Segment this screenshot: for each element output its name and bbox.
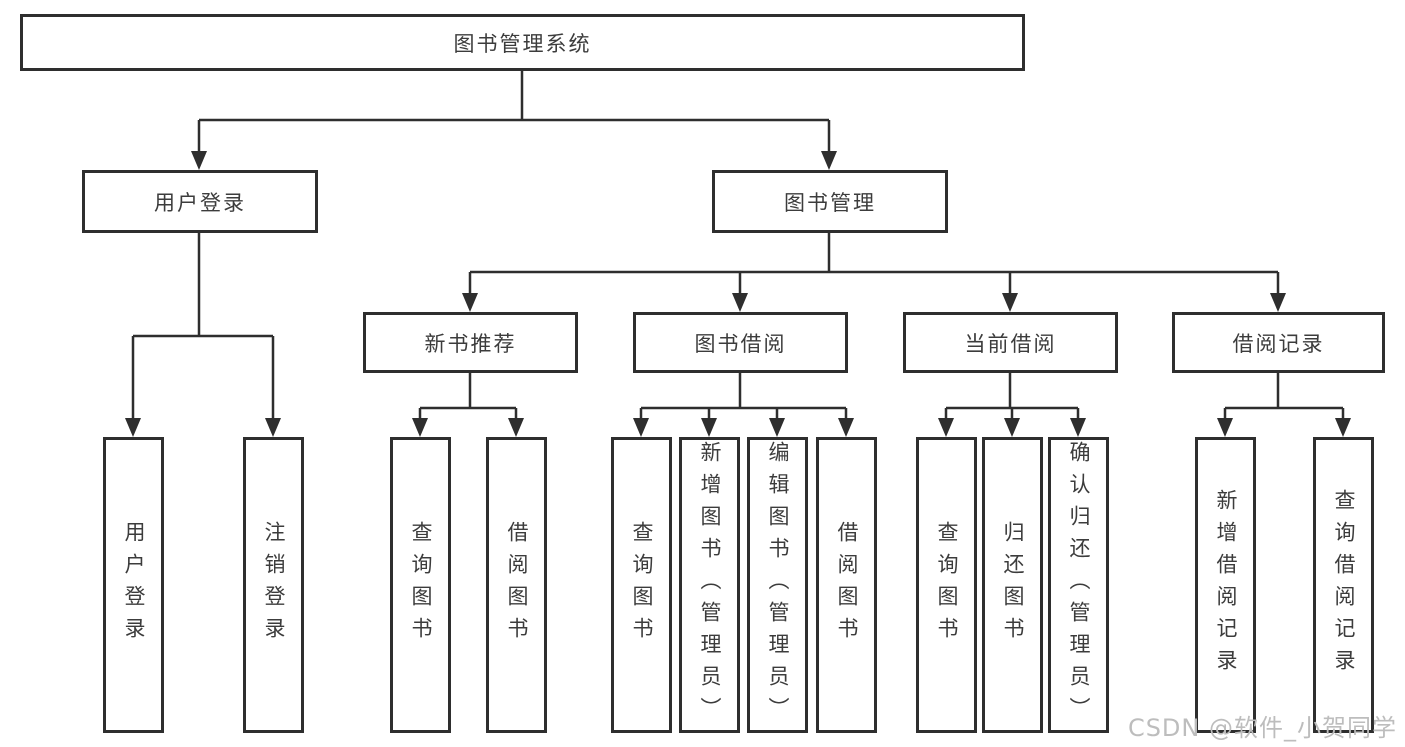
node-new-book-recommend: 新书推荐 <box>363 312 578 373</box>
leaf-logout: 注销登录 <box>243 437 304 733</box>
node-label: 用户登录 <box>154 190 246 215</box>
leaf-edit-books-admin: 编辑图书（管理员） <box>747 437 808 733</box>
arrow-down-icon <box>1335 418 1351 437</box>
arrow-down-icon <box>1270 293 1286 312</box>
leaf-label: 编辑图书（管理员） <box>766 441 790 729</box>
node-root-library-system: 图书管理系统 <box>20 14 1025 71</box>
leaf-return-books: 归还图书 <box>982 437 1043 733</box>
leaf-add-borrow-record: 新增借阅记录 <box>1195 437 1256 733</box>
arrow-down-icon <box>1070 418 1086 437</box>
leaf-borrow-books-recommend: 借阅图书 <box>486 437 547 733</box>
leaf-label: 借阅图书 <box>835 521 859 649</box>
node-current-borrow: 当前借阅 <box>903 312 1118 373</box>
leaf-label: 注销登录 <box>262 521 286 649</box>
arrow-down-icon <box>701 418 717 437</box>
node-label: 借阅记录 <box>1232 331 1325 356</box>
leaf-label: 新增借阅记录 <box>1214 489 1238 681</box>
leaf-query-borrow-record: 查询借阅记录 <box>1313 437 1374 733</box>
node-label: 图书管理系统 <box>453 31 592 56</box>
arrow-down-icon <box>462 293 478 312</box>
arrow-down-icon <box>125 418 141 437</box>
arrow-down-icon <box>821 151 837 170</box>
node-user-login: 用户登录 <box>82 170 318 233</box>
arrow-down-icon <box>732 293 748 312</box>
leaf-label: 借阅图书 <box>505 521 529 649</box>
node-book-borrow: 图书借阅 <box>633 312 848 373</box>
arrow-down-icon <box>1004 418 1020 437</box>
arrow-down-icon <box>838 418 854 437</box>
arrow-down-icon <box>412 418 428 437</box>
arrow-down-icon <box>1002 293 1018 312</box>
leaf-label: 查询借阅记录 <box>1332 489 1356 681</box>
leaf-borrow-books: 借阅图书 <box>816 437 877 733</box>
leaf-add-books-admin: 新增图书（管理员） <box>679 437 740 733</box>
leaf-user-login: 用户登录 <box>103 437 164 733</box>
arrow-down-icon <box>769 418 785 437</box>
leaf-label: 查询图书 <box>409 521 433 649</box>
node-label: 图书借阅 <box>694 331 787 356</box>
node-label: 新书推荐 <box>424 331 517 356</box>
leaf-label: 查询图书 <box>630 521 654 649</box>
leaf-label: 查询图书 <box>935 521 959 649</box>
arrow-down-icon <box>938 418 954 437</box>
leaf-label: 归还图书 <box>1001 521 1025 649</box>
leaf-label: 用户登录 <box>122 521 146 649</box>
leaf-query-books-recommend: 查询图书 <box>390 437 451 733</box>
node-label: 图书管理 <box>784 190 876 215</box>
leaf-confirm-return-admin: 确认归还（管理员） <box>1048 437 1109 733</box>
leaf-query-books-current: 查询图书 <box>916 437 977 733</box>
node-book-management: 图书管理 <box>712 170 948 233</box>
node-label: 当前借阅 <box>964 331 1057 356</box>
node-borrow-records: 借阅记录 <box>1172 312 1385 373</box>
arrow-down-icon <box>1217 418 1233 437</box>
csdn-watermark: CSDN @软件_小贺同学 <box>1127 714 1397 742</box>
arrow-down-icon <box>191 151 207 170</box>
arrow-down-icon <box>508 418 524 437</box>
leaf-label: 确认归还（管理员） <box>1067 441 1091 729</box>
leaf-query-books-borrow: 查询图书 <box>611 437 672 733</box>
arrow-down-icon <box>265 418 281 437</box>
arrow-down-icon <box>633 418 649 437</box>
leaf-label: 新增图书（管理员） <box>698 441 722 729</box>
